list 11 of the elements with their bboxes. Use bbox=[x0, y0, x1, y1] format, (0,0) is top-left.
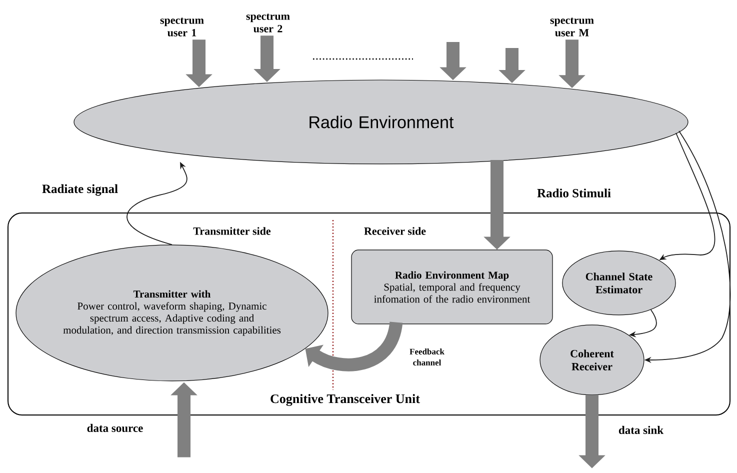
edge-label: Feedback channel bbox=[402, 348, 452, 366]
edge-label: Radiate signal bbox=[40, 183, 120, 197]
user-label: spectrum user 1 bbox=[160, 18, 204, 36]
side-label: Receiver side bbox=[364, 227, 426, 235]
side-label: Transmitter side bbox=[193, 227, 271, 235]
user-label: spectrum user 2 bbox=[246, 14, 290, 32]
edge-label: data source bbox=[86, 422, 144, 434]
edge-label: Radio Stimuli bbox=[536, 188, 612, 198]
edge-label: data sink bbox=[617, 424, 665, 436]
user-label: spectrum user M bbox=[550, 18, 594, 36]
map-box: Radio Environment Map Spatial, temporal and frequency infomation of the radio environment bbox=[351, 250, 553, 324]
